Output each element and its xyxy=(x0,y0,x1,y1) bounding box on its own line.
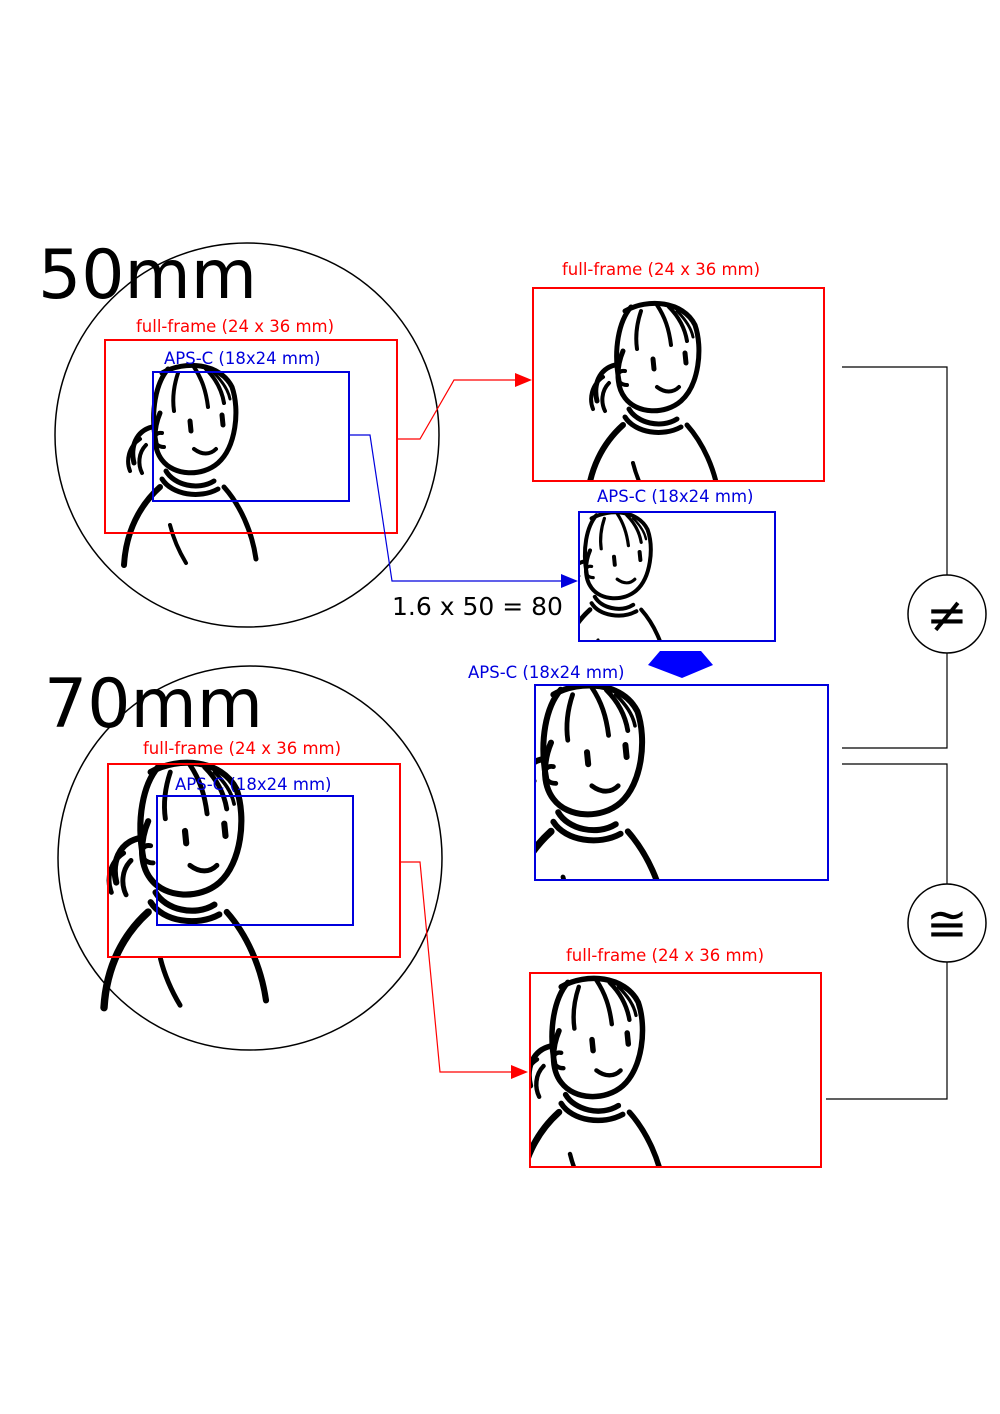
arrow-full-frame-50mm xyxy=(397,379,518,440)
arrowhead xyxy=(515,373,532,387)
arrow-aps-c-50mm xyxy=(349,434,564,582)
aps-c-label: APS-C (18x24 mm) xyxy=(175,775,331,794)
full-frame-rect xyxy=(529,972,822,1168)
result-aps-c-enlarged: APS-C (18x24 mm) xyxy=(468,663,829,925)
result-full-frame-50mm: full-frame (24 x 36 mm) xyxy=(532,260,825,503)
result-aps-c-50mm: APS-C (18x24 mm) xyxy=(561,487,776,672)
lens-label-50mm: 50mm xyxy=(38,236,257,315)
arrowhead xyxy=(511,1065,528,1079)
connectors xyxy=(349,373,713,1079)
aps-c-rect xyxy=(152,371,350,502)
girl-crop xyxy=(519,978,664,1198)
comparison-brackets: ≠ ≅ xyxy=(826,366,987,1100)
aps-c-rect xyxy=(578,511,776,642)
full-frame-rect xyxy=(107,763,401,958)
aps-c-label: APS-C (18x24 mm) xyxy=(164,349,320,368)
aps-c-rect xyxy=(156,795,354,926)
arrowhead xyxy=(561,574,578,588)
approx-equal-badge xyxy=(907,883,987,963)
enlarge-arrow xyxy=(648,651,713,678)
approx-equal-icon: ≅ xyxy=(926,895,968,953)
girl-crop xyxy=(587,303,719,503)
full-frame-rect xyxy=(532,287,825,482)
full-frame-label: full-frame (24 x 36 mm) xyxy=(566,946,764,965)
lens-circle-50mm xyxy=(54,242,440,628)
girl-crop xyxy=(561,512,667,672)
full-frame-label: full-frame (24 x 36 mm) xyxy=(136,317,334,336)
lens-70mm-group: 70mm full-frame (24 x 36 mm) APS-C (18x2… xyxy=(44,665,443,1051)
lens-label-70mm: 70mm xyxy=(44,665,263,744)
aps-c-label: APS-C (18x24 mm) xyxy=(468,663,624,682)
arrow-full-frame-70mm xyxy=(400,861,514,1073)
aps-c-rect xyxy=(534,684,829,881)
girl-crop xyxy=(508,685,666,925)
bracket-not-equal xyxy=(842,366,948,749)
not-equal-icon: ≠ xyxy=(926,586,968,644)
full-frame-label: full-frame (24 x 36 mm) xyxy=(562,260,760,279)
full-frame-label: full-frame (24 x 36 mm) xyxy=(143,739,341,758)
girl-illustration xyxy=(104,763,266,1008)
aps-c-label: APS-C (18x24 mm) xyxy=(597,487,753,506)
girl-illustration xyxy=(124,365,256,565)
result-full-frame-70mm: full-frame (24 x 36 mm) xyxy=(519,946,822,1198)
lens-circle-70mm xyxy=(57,665,443,1051)
full-frame-rect xyxy=(104,339,398,534)
not-equal-badge xyxy=(907,574,987,654)
crop-formula: 1.6 x 50 = 80 xyxy=(392,592,563,621)
lens-50mm-group: 50mm full-frame (24 x 36 mm) APS-C (18x2… xyxy=(38,236,440,628)
